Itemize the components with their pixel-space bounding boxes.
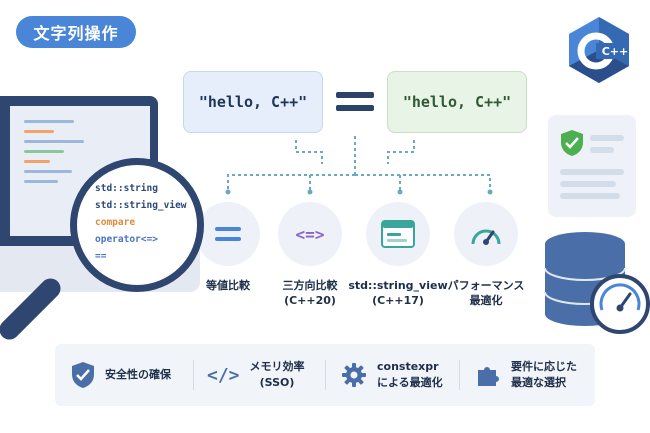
spaceship-operator-icon: <=> bbox=[295, 224, 325, 244]
code-literal-left: "hello, C++" bbox=[183, 71, 323, 133]
code-brackets-icon: </> bbox=[207, 364, 240, 386]
mag-line: compare bbox=[95, 217, 136, 228]
title-badge: 文字列操作 bbox=[16, 16, 136, 48]
benefit-selection: 要件に応じた最適な選択 bbox=[475, 344, 577, 406]
gear-icon bbox=[342, 363, 366, 387]
feature-label-equality: 等値比較 bbox=[206, 279, 250, 292]
feature-performance bbox=[454, 202, 518, 266]
feature-string-view bbox=[366, 202, 430, 266]
feature-three-way: <=> bbox=[278, 202, 342, 266]
puzzle-icon bbox=[478, 367, 499, 386]
benefit-safety: 安全性の確保 bbox=[71, 344, 171, 406]
mag-line: std::string bbox=[95, 183, 158, 194]
code-right-text: "hello, C++" bbox=[402, 93, 512, 111]
code-left-text: "hello, C++" bbox=[198, 93, 308, 111]
feature-equality bbox=[196, 202, 260, 266]
title-text: 文字列操作 bbox=[33, 24, 119, 43]
speedometer-icon bbox=[471, 229, 501, 245]
mag-line: operator<=> bbox=[95, 234, 158, 245]
mag-line: == bbox=[95, 251, 107, 262]
feature-label-string-view: std::string_view(C++17) bbox=[348, 279, 448, 307]
mag-line: std::string_view bbox=[95, 200, 187, 211]
shield-check-icon bbox=[561, 130, 583, 156]
equals-sign-icon bbox=[336, 92, 374, 114]
magnifying-glass-icon bbox=[70, 158, 204, 292]
document-card bbox=[548, 115, 636, 217]
magnifier-code: std::string std::string_view compare ope… bbox=[95, 180, 195, 265]
cpp-logo-icon: C++ bbox=[569, 17, 629, 83]
shield-check-icon bbox=[72, 362, 94, 388]
equals-icon bbox=[215, 227, 241, 241]
browser-window-icon bbox=[381, 220, 415, 248]
feature-label-three-way: 三方向比較(C++20) bbox=[282, 279, 338, 307]
logo-text: C++ bbox=[602, 45, 629, 58]
feature-label-performance: パフォーマンス最適化 bbox=[447, 279, 525, 307]
database-gauge-icon bbox=[544, 232, 650, 334]
code-literal-right: "hello, C++" bbox=[387, 71, 527, 133]
benefit-memory: </> メモリ効率(SSO) bbox=[207, 360, 305, 389]
